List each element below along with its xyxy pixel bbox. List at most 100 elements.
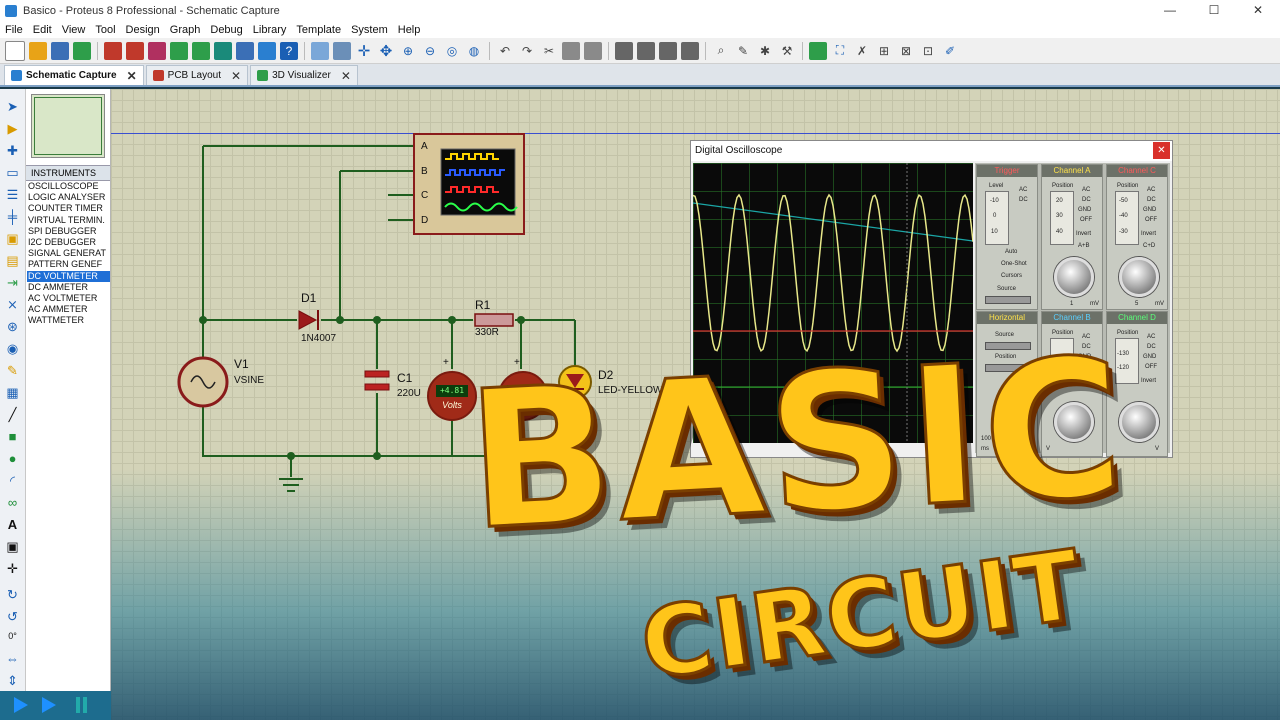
- device-pins-icon[interactable]: ⇥: [7, 275, 18, 290]
- zoom-area-icon[interactable]: ◍: [468, 43, 480, 58]
- d1-reference[interactable]: D1: [301, 291, 317, 305]
- zoom-in-icon[interactable]: ⊕: [402, 43, 414, 58]
- menu-graph[interactable]: Graph: [169, 23, 201, 36]
- rotate-cw-icon[interactable]: ↻: [7, 587, 18, 602]
- menu-tool[interactable]: Tool: [95, 23, 116, 36]
- block-copy-icon[interactable]: [615, 41, 633, 60]
- maximize-button[interactable]: ☐: [1208, 3, 1220, 17]
- d1-value[interactable]: 1N4007: [301, 333, 337, 344]
- selection-mode-icon[interactable]: ➤: [7, 99, 18, 114]
- channel-b-gain-knob[interactable]: [1054, 402, 1094, 442]
- block-delete-icon[interactable]: [681, 41, 699, 60]
- text-tool-icon[interactable]: A: [7, 517, 18, 532]
- list-item[interactable]: AC VOLTMETER: [28, 293, 98, 304]
- pick-device-icon[interactable]: ⌕: [717, 43, 725, 57]
- zoom-all-icon[interactable]: ◎: [446, 43, 458, 58]
- new-sheet-icon[interactable]: ⊞: [878, 43, 890, 58]
- grid-icon[interactable]: [333, 41, 351, 60]
- pan-icon[interactable]: ✥: [379, 42, 393, 60]
- marker-tool-icon[interactable]: ✛: [7, 561, 18, 576]
- 3d-icon[interactable]: [236, 41, 254, 60]
- remove-sheet-icon[interactable]: ⊠: [900, 43, 912, 58]
- refresh-icon[interactable]: [311, 41, 329, 60]
- help-icon[interactable]: ?: [280, 41, 298, 60]
- mirror-y-icon[interactable]: ⇕: [7, 673, 18, 688]
- list-item[interactable]: OSCILLOSCOPE: [28, 181, 99, 191]
- open-folder-icon[interactable]: [29, 41, 47, 60]
- list-item[interactable]: WATTMETER: [28, 315, 84, 326]
- tape-recorder-icon[interactable]: ⊛: [7, 319, 18, 334]
- channel-a-position-dial[interactable]: 20 30 40: [1050, 191, 1074, 245]
- rotate-ccw-icon[interactable]: ↺: [7, 609, 18, 624]
- dc-voltmeter-2[interactable]: +2.22 Volts: [498, 371, 548, 421]
- path-tool-icon[interactable]: ∞: [7, 495, 18, 510]
- terminals-icon[interactable]: ▤: [6, 253, 19, 268]
- channel-c-position-dial[interactable]: -50 -40 -30: [1115, 191, 1139, 245]
- list-item[interactable]: PATTERN GENEF: [28, 259, 103, 270]
- digital-oscilloscope-window[interactable]: Digital Oscilloscope ✕ Trigger Level -10…: [690, 140, 1173, 458]
- schematic-icon[interactable]: [126, 41, 144, 60]
- play-icon[interactable]: [14, 697, 28, 713]
- block-move-icon[interactable]: [637, 41, 655, 60]
- pause-icon[interactable]: [76, 697, 80, 713]
- decompose-icon[interactable]: ⚒: [781, 43, 793, 58]
- instruments-icon[interactable]: ▦: [6, 385, 19, 400]
- new-file-icon[interactable]: [5, 40, 25, 61]
- junction-dot-icon[interactable]: ✚: [7, 143, 18, 158]
- property-tool-icon[interactable]: ✗: [856, 43, 868, 58]
- save-icon[interactable]: [51, 41, 69, 60]
- zoom-out-icon[interactable]: ⊖: [424, 43, 436, 58]
- horizontal-position-slider[interactable]: [985, 364, 1031, 372]
- menu-help[interactable]: Help: [397, 23, 421, 36]
- exit-to-parent-icon[interactable]: ⊡: [922, 43, 934, 58]
- mirror-x-icon[interactable]: ⇔: [6, 651, 19, 666]
- list-item-selected[interactable]: DC VOLTMETER: [27, 270, 110, 282]
- paste-icon[interactable]: [584, 41, 602, 60]
- list-item[interactable]: SPI DEBUGGER: [28, 225, 97, 236]
- menu-library[interactable]: Library: [252, 23, 287, 36]
- c1-reference[interactable]: C1: [397, 371, 413, 385]
- origin-icon[interactable]: ✛: [357, 42, 371, 60]
- overview-window[interactable]: [31, 94, 105, 158]
- gerber-icon[interactable]: [192, 41, 210, 60]
- close-button[interactable]: ✕: [1252, 3, 1264, 17]
- minimize-button[interactable]: —: [1164, 3, 1176, 17]
- menu-edit[interactable]: Edit: [32, 23, 52, 36]
- close-tab-icon[interactable]: ✕: [340, 68, 351, 83]
- wire-label-icon[interactable]: ▭: [6, 165, 19, 180]
- menu-file[interactable]: File: [5, 23, 23, 36]
- channel-c-gain-knob[interactable]: [1119, 257, 1159, 297]
- packaging-icon[interactable]: ✱: [759, 43, 771, 58]
- oscilloscope-close-button[interactable]: ✕: [1153, 142, 1170, 159]
- menu-template[interactable]: Template: [296, 23, 342, 36]
- text-script-icon[interactable]: ☰: [6, 187, 19, 202]
- graph-icon[interactable]: ⨯: [7, 297, 18, 312]
- d2-reference[interactable]: D2: [598, 368, 614, 382]
- search-tag-icon[interactable]: ⛶: [835, 43, 845, 57]
- bom-icon[interactable]: [214, 41, 232, 60]
- subcircuit-icon[interactable]: ▣: [6, 231, 19, 246]
- close-tab-icon[interactable]: ✕: [231, 68, 242, 83]
- netlist-icon[interactable]: ✐: [944, 43, 956, 58]
- home-icon[interactable]: [104, 41, 122, 60]
- channel-b-position-dial[interactable]: 40: [1050, 338, 1074, 384]
- wire-autorouter-icon[interactable]: [809, 41, 827, 60]
- list-item[interactable]: VIRTUAL TERMIN.: [28, 214, 105, 225]
- channel-a-gain-knob[interactable]: [1054, 257, 1094, 297]
- close-tab-icon[interactable]: ✕: [126, 68, 137, 83]
- cut-icon[interactable]: ✂: [543, 43, 555, 58]
- step-icon[interactable]: [42, 697, 56, 713]
- tab-schematic-capture[interactable]: Schematic Capture ✕: [4, 65, 144, 85]
- source-icon[interactable]: [258, 41, 276, 60]
- trigger-level-dial[interactable]: -10 0 10: [985, 191, 1009, 245]
- channel-d-gain-knob[interactable]: [1119, 402, 1159, 442]
- redo-icon[interactable]: ↷: [521, 43, 533, 58]
- list-item[interactable]: LOGIC ANALYSER: [28, 192, 106, 203]
- arc-tool-icon[interactable]: ◜: [9, 473, 16, 488]
- generator-icon[interactable]: ◉: [6, 341, 19, 356]
- horizontal-source-slider[interactable]: [985, 342, 1031, 350]
- r1-reference[interactable]: R1: [475, 298, 491, 312]
- list-item[interactable]: SIGNAL GENERAT: [28, 248, 107, 259]
- r1-value[interactable]: 330R: [475, 327, 499, 338]
- pcb-icon[interactable]: [170, 41, 188, 60]
